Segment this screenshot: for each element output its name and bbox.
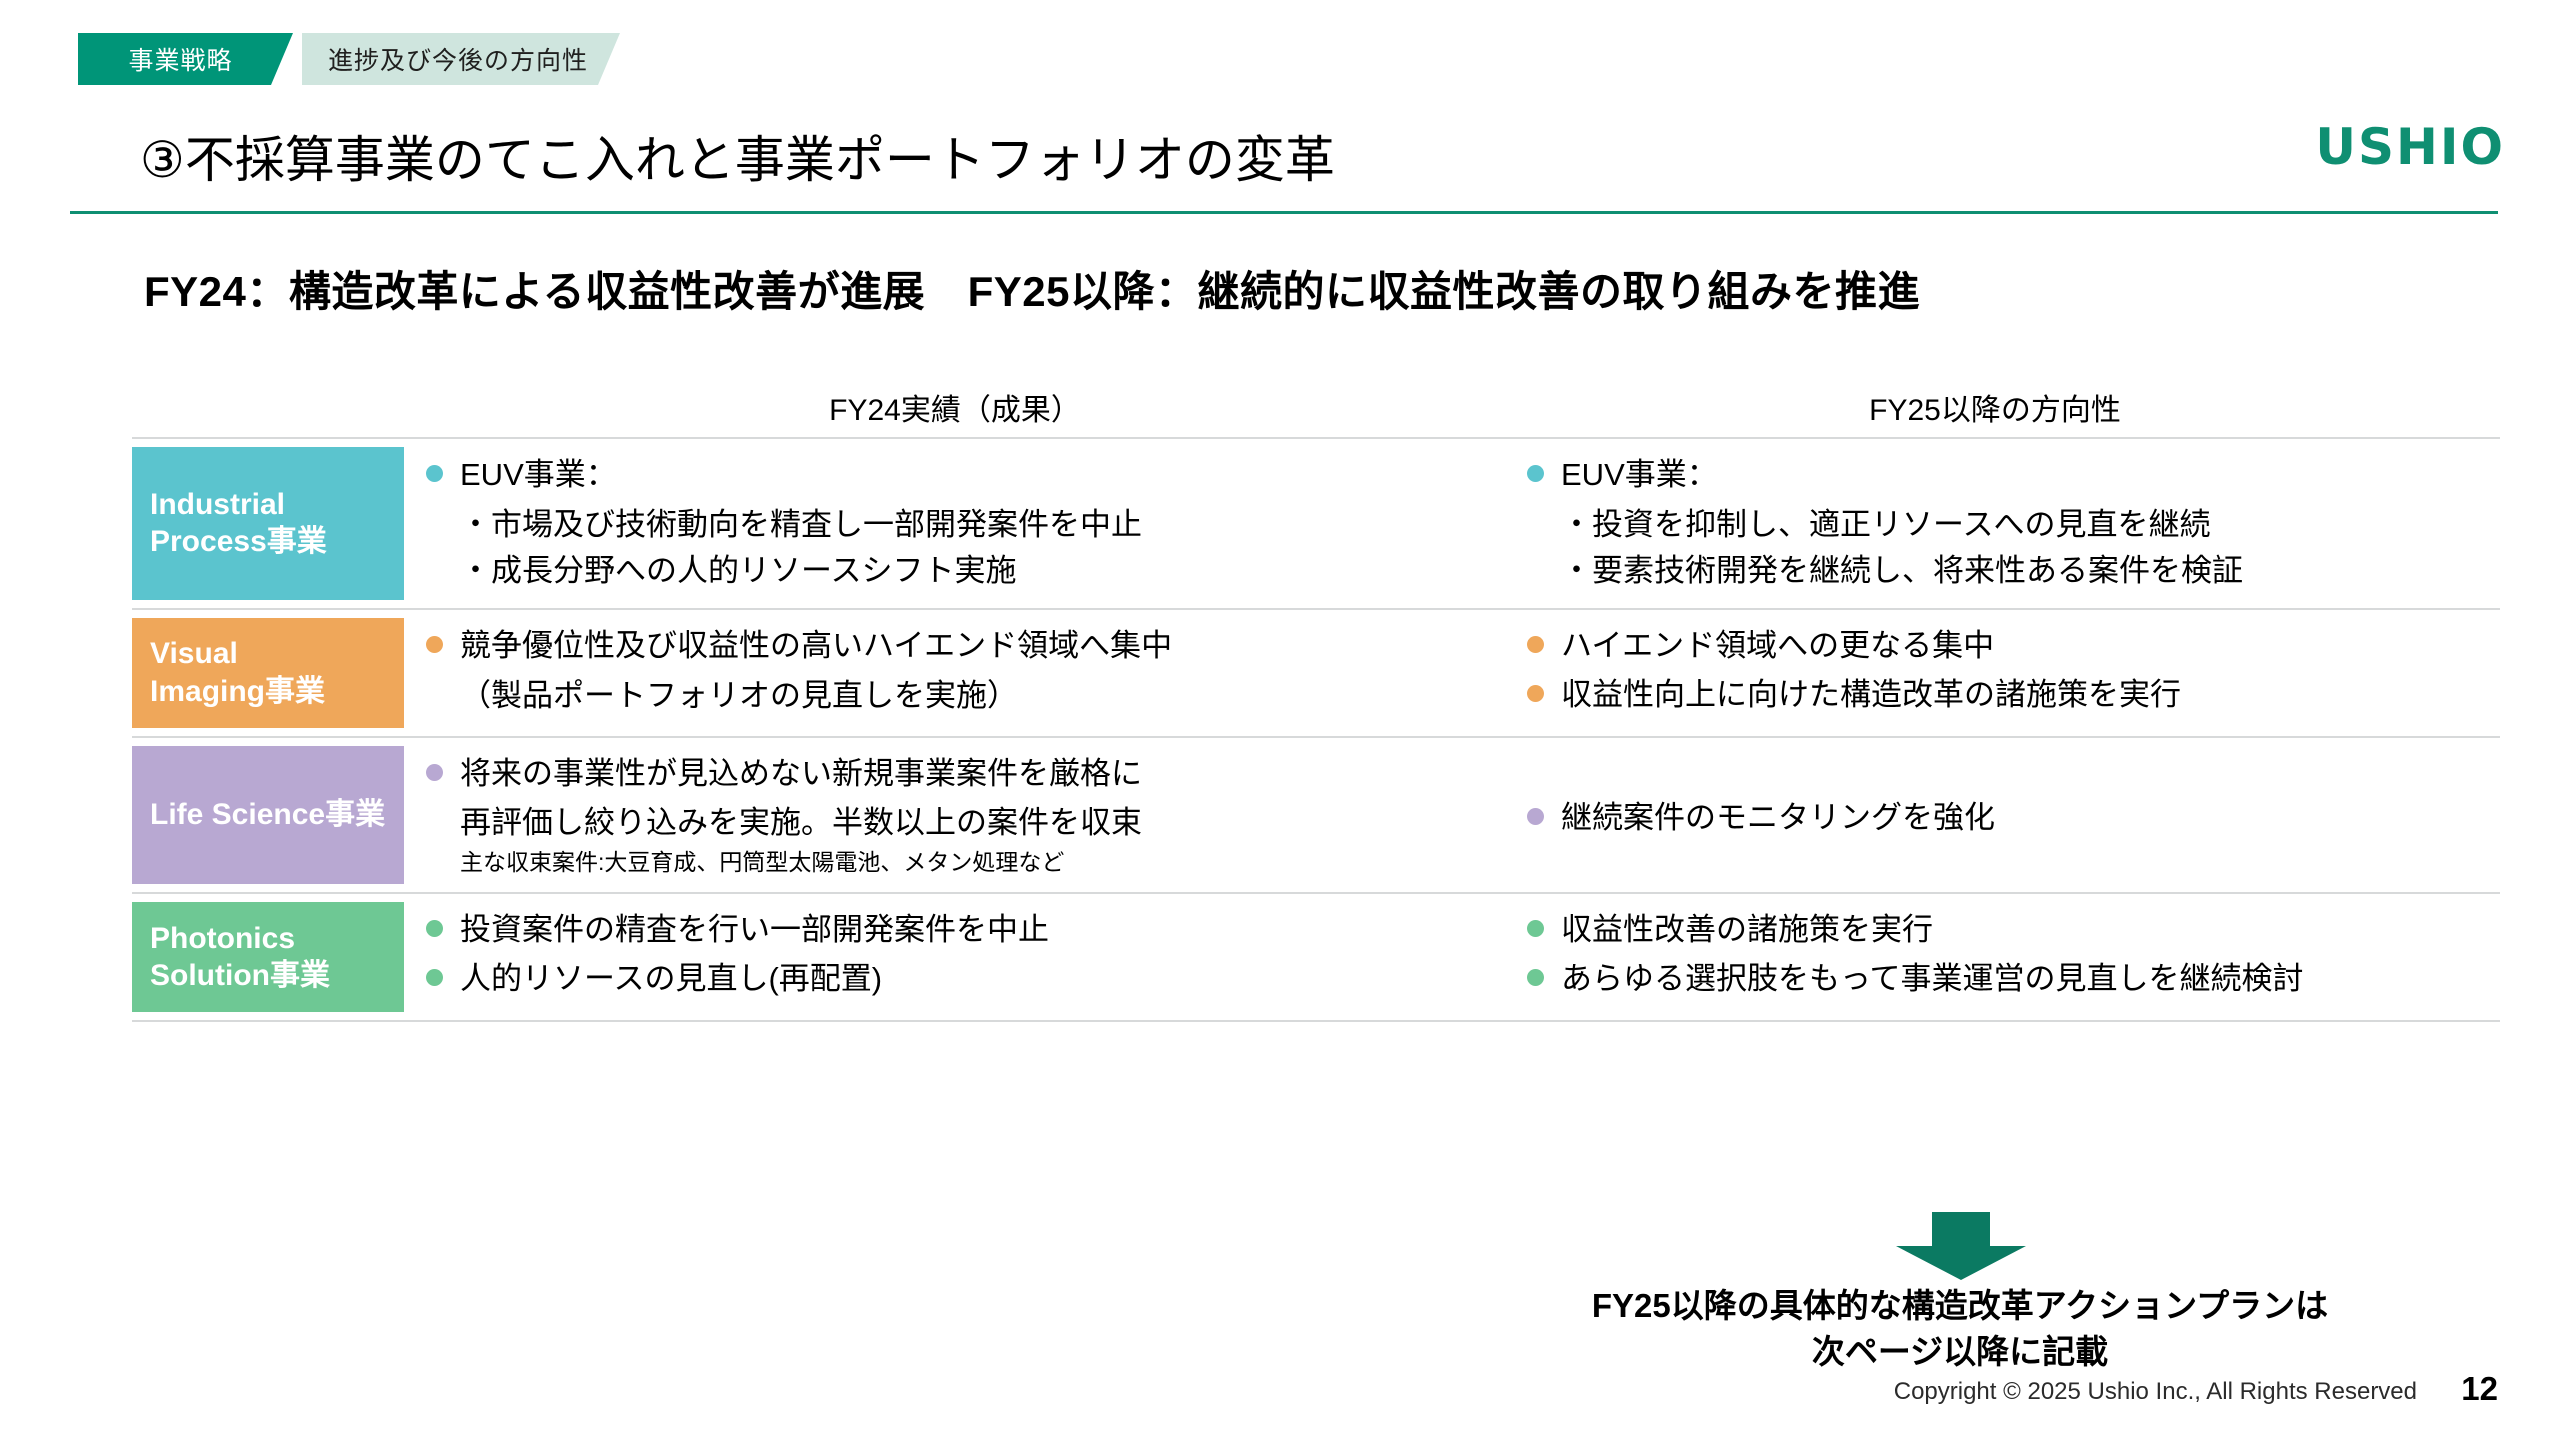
bullet-item: 競争優位性及び収益性の高いハイエンド領域へ集中	[426, 624, 1497, 669]
table-row: Photonics Solution事業 投資案件の精査を行い一部開発案件を中止…	[132, 892, 2500, 1023]
bullet-item: EUV事業：	[426, 453, 1497, 498]
bullet-text: 競争優位性及び収益性の高いハイエンド領域へ集中	[460, 627, 1173, 663]
headline: FY24：構造改革による収益性改善が進展 FY25以降：継続的に収益性改善の取り…	[144, 268, 1921, 315]
category-label-line1: Photonics	[150, 922, 296, 956]
tab-primary-label: 事業戦略	[128, 47, 233, 75]
bullet-dot-icon	[426, 969, 443, 987]
cell-fy25-life: 継続案件のモニタリングを強化	[1497, 738, 2500, 893]
page-title: ③不採算事業のてこ入れと事業ポートフォリオの変革	[140, 132, 1335, 188]
sub-text: ・投資を抑制し、適正リソースへの見直を継続	[1561, 506, 2211, 542]
bullet-dot-icon	[1527, 465, 1544, 482]
breadcrumb-tabs: 事業戦略 進捗及び今後の方向性	[78, 33, 620, 85]
bullet-continuation: 再評価し絞り込みを実施。半数以上の案件を収束	[460, 804, 1142, 840]
table-row: Life Science事業 将来の事業性が見込めない新規事業案件を厳格に 再評…	[132, 735, 2500, 893]
bullet-text: あらゆる選択肢をもって事業運営の見直しを継続検討	[1561, 961, 2304, 997]
category-label-line2: Imaging事業	[150, 674, 326, 708]
table-row: Industrial Process事業 EUV事業： ・市場及び技術動向を精査…	[132, 437, 2500, 608]
page-number: 12	[2461, 1370, 2498, 1407]
cell-fy24-photonics: 投資案件の精査を行い一部開発案件を中止 人的リソースの見直し(再配置)	[404, 894, 1497, 1020]
tab-business-strategy[interactable]: 事業戦略	[78, 33, 293, 85]
bullet-dot-icon	[426, 465, 443, 482]
bullet-dot-icon	[1527, 920, 1544, 938]
cell-fy25-photonics: 収益性改善の諸施策を実行 あらゆる選択肢をもって事業運営の見直しを継続検討	[1497, 894, 2500, 1020]
bullet-item: ハイエンド領域への更なる集中	[1527, 624, 2500, 669]
bullet-dot-icon	[1527, 635, 1544, 653]
bullet-item: 将来の事業性が見込めない新規事業案件を厳格に	[426, 752, 1497, 797]
bullet-text: 継続案件のモニタリングを強化	[1561, 799, 1995, 835]
bullet-dot-icon	[1527, 807, 1544, 825]
bullet-text: 収益性改善の諸施策を実行	[1561, 912, 1933, 948]
bullet-dot-icon	[426, 635, 443, 653]
down-arrow-icon	[1896, 1212, 2026, 1280]
table-row: Visual Imaging事業 競争優位性及び収益性の高いハイエンド領域へ集中…	[132, 607, 2500, 736]
sub-text: ・成長分野への人的リソースシフト実施	[460, 552, 1017, 588]
title-divider	[70, 211, 2498, 214]
bullet-text: EUV事業：	[460, 457, 617, 492]
column-header-fy25: FY25以降の方向性	[1869, 394, 2121, 427]
category-label-line2: Process事業	[150, 525, 327, 559]
business-matrix: Industrial Process事業 EUV事業： ・市場及び技術動向を精査…	[132, 437, 2500, 1023]
bullet-text: 人的リソースの見直し(再配置)	[460, 961, 883, 997]
sub-text: （製品ポートフォリオの見直しを実施）	[460, 677, 1018, 713]
bullet-text: ハイエンド領域への更なる集中	[1561, 627, 1995, 663]
tab-progress-direction[interactable]: 進捗及び今後の方向性	[302, 33, 620, 85]
cell-fy24-industrial: EUV事業： ・市場及び技術動向を精査し一部開発案件を中止 ・成長分野への人的リ…	[404, 439, 1497, 608]
bullet-dot-icon	[1527, 969, 1544, 987]
sub-text: ・要素技術開発を継続し、将来性ある案件を検証	[1561, 552, 2243, 588]
bullet-text: 投資案件の精査を行い一部開発案件を中止	[460, 912, 1049, 948]
sub-text: ・市場及び技術動向を精査し一部開発案件を中止	[460, 506, 1142, 542]
callout-line1: FY25以降の具体的な構造改革アクションプランは	[1591, 1287, 2329, 1324]
cell-fy24-life: 将来の事業性が見込めない新規事業案件を厳格に 再評価し絞り込みを実施。半数以上の…	[404, 738, 1497, 893]
bullet-item: EUV事業：	[1527, 453, 2500, 498]
bullet-item: 収益性向上に向けた構造改革の諸施策を実行	[1527, 673, 2500, 718]
cell-fy25-industrial: EUV事業： ・投資を抑制し、適正リソースへの見直を継続 ・要素技術開発を継続し…	[1497, 439, 2500, 608]
ushio-logo: USHIO	[2315, 118, 2505, 176]
callout-line2: 次ページ以降に記載	[1811, 1332, 2109, 1370]
callout-text: FY25以降の具体的な構造改革アクションプランは 次ページ以降に記載	[1400, 1283, 2520, 1374]
bullet-item: あらゆる選択肢をもって事業運営の見直しを継続検討	[1527, 957, 2500, 1002]
cell-fy24-visual: 競争優位性及び収益性の高いハイエンド領域へ集中 （製品ポートフォリオの見直しを実…	[404, 610, 1497, 736]
cell-fy25-visual: ハイエンド領域への更なる集中 収益性向上に向けた構造改革の諸施策を実行	[1497, 610, 2500, 736]
category-life-science: Life Science事業	[132, 745, 404, 885]
bullet-item: 人的リソースの見直し(再配置)	[426, 957, 1497, 1002]
category-visual-imaging: Visual Imaging事業	[132, 617, 404, 728]
tab-secondary-label: 進捗及び今後の方向性	[327, 47, 588, 75]
category-label-line1: Life Science事業	[150, 798, 386, 832]
bullet-dot-icon	[426, 763, 443, 781]
bullet-item: 投資案件の精査を行い一部開発案件を中止	[426, 908, 1497, 953]
copyright-text: Copyright © 2025 Ushio Inc., All Rights …	[1893, 1378, 2417, 1405]
category-industrial-process: Industrial Process事業	[132, 447, 404, 600]
bullet-dot-icon	[1527, 684, 1544, 702]
bullet-item: 継続案件のモニタリングを強化	[1527, 796, 2500, 841]
bullet-text: 将来の事業性が見込めない新規事業案件を厳格に	[460, 755, 1142, 791]
bullet-text: EUV事業：	[1561, 457, 1718, 492]
column-header-fy24: FY24実績（成果）	[829, 394, 1081, 427]
bullet-dot-icon	[426, 920, 443, 938]
note-text: 主な収束案件:大豆育成、円筒型太陽電池、メタン処理など	[460, 849, 1065, 876]
bullet-text: 収益性向上に向けた構造改革の諸施策を実行	[1561, 676, 2181, 712]
category-label-line2: Solution事業	[150, 959, 330, 993]
bullet-item: 収益性改善の諸施策を実行	[1527, 908, 2500, 953]
category-label-line1: Visual	[150, 637, 238, 671]
category-photonics-solution: Photonics Solution事業	[132, 902, 404, 1013]
category-label-line1: Industrial	[150, 488, 286, 522]
